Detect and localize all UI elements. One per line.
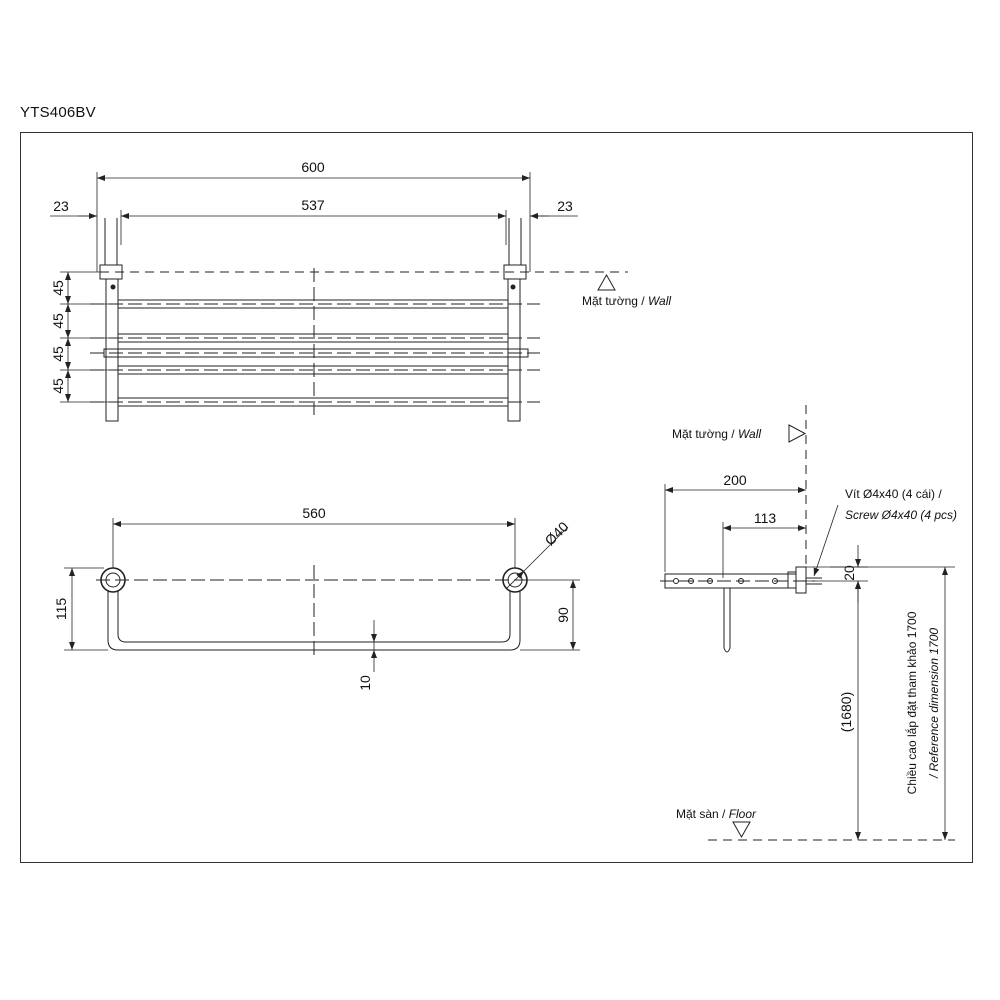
screw-label-en: Screw Ø4x40 (4 pcs)	[845, 508, 957, 522]
wall-label-side: Mặt tường /	[672, 427, 738, 441]
dim-bar-spacing-1: 45	[50, 280, 66, 296]
dim-side-right: 23	[557, 198, 573, 214]
wall-label-top: Mặt tường /	[582, 294, 648, 308]
dim-inner-width: 537	[301, 197, 325, 213]
top-view: 600 537 23 23 Mặt tường / Wall	[50, 159, 671, 422]
ref-height-vi: Chiều cao lắp đặt tham khảo 1700	[904, 611, 919, 794]
dim-drop-height: 90	[555, 607, 571, 623]
floor-label-en: Floor	[729, 807, 757, 821]
dim-side-left: 23	[53, 198, 69, 214]
dim-top-offset: 20	[841, 565, 857, 581]
wall-label-side-en: Wall	[738, 427, 761, 441]
ref-height-en: / Reference dimension 1700	[927, 628, 941, 779]
dim-bar-length: 560	[302, 505, 326, 521]
side-view: Mặt tường / Wall 200 113 Vít Ø4x40 (4 cá…	[660, 405, 957, 841]
wall-triangle-icon	[597, 273, 616, 291]
floor-label: Mặt sàn /	[676, 807, 729, 821]
wall-label-top-en: Wall	[648, 294, 671, 308]
dim-bar-thickness: 10	[357, 675, 373, 691]
svg-text:Mặt tường / Wall: Mặt tường / Wall	[672, 427, 761, 441]
wall-triangle-side-icon	[788, 424, 807, 443]
dim-depth: 200	[723, 472, 747, 488]
dim-install-height: (1680)	[838, 692, 854, 732]
dim-bar-spacing-4: 45	[50, 378, 66, 394]
dim-mount-diameter: Ø40	[541, 518, 571, 548]
model-number: YTS406BV	[20, 104, 96, 121]
screw-label-vi: Vít Ø4x40 (4 cái) /	[845, 487, 942, 501]
floor-triangle-icon	[732, 821, 751, 839]
dim-overall-width: 600	[301, 159, 325, 175]
front-view: 560 Ø40 115 90 10	[53, 505, 580, 691]
dim-inner-depth: 113	[754, 510, 777, 526]
dim-total-height: 115	[53, 598, 69, 621]
svg-text:Mặt sàn / Floor: Mặt sàn / Floor	[676, 807, 757, 821]
dim-bar-spacing-2: 45	[50, 313, 66, 329]
drawing-frame	[20, 132, 973, 863]
dim-bar-spacing-3: 45	[50, 346, 66, 362]
svg-text:Mặt tường / Wall: Mặt tường / Wall	[582, 294, 671, 308]
